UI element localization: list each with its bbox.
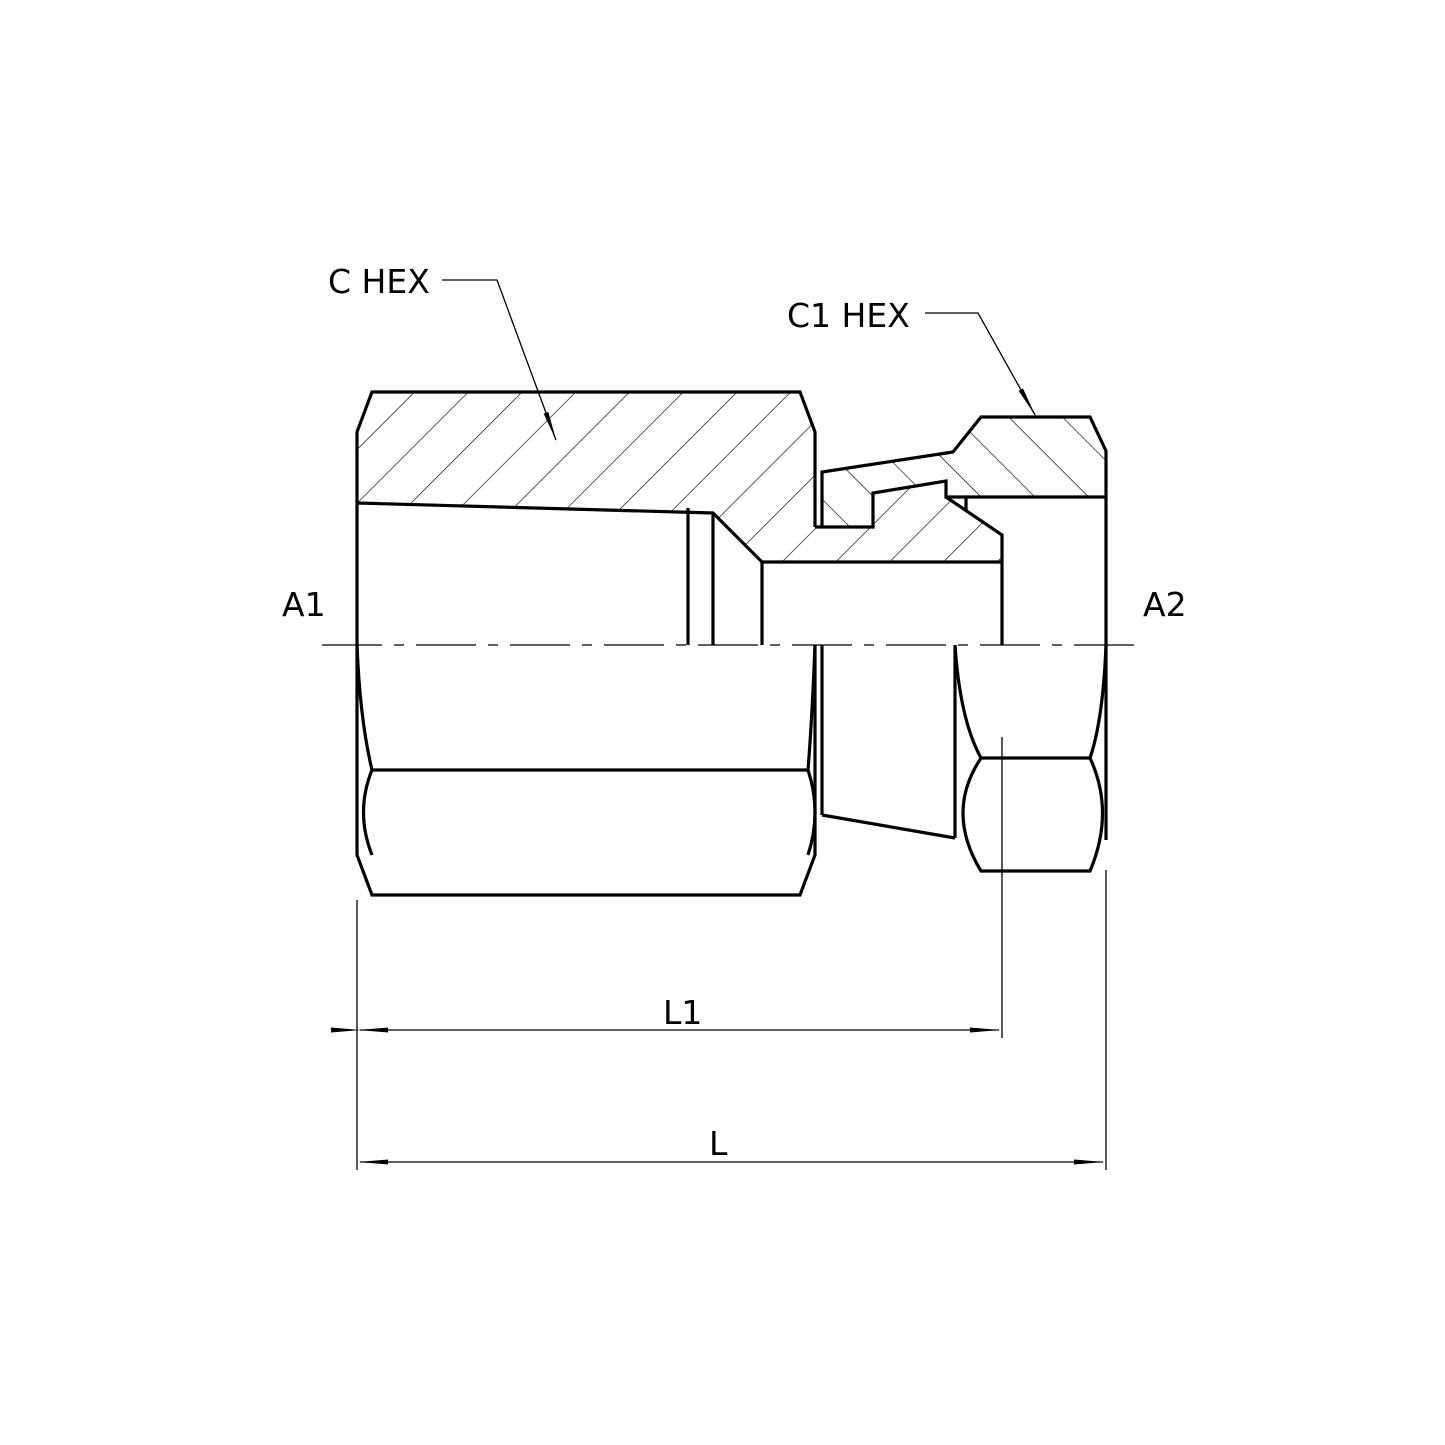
nut-hex-lower (821, 813, 956, 840)
label-a2: A2 (1143, 585, 1187, 624)
nut-outline-upper (820, 415, 1108, 645)
extension-lines (356, 737, 1107, 1170)
body-hex-lower (355, 644, 817, 772)
body-section-hatch (357, 392, 1002, 562)
label-c-hex: C HEX (328, 262, 430, 301)
label-l1: L1 (663, 993, 703, 1032)
thread-root-line (356, 501, 1002, 564)
label-c1-hex: C1 HEX (787, 296, 910, 335)
label-a1: A1 (282, 585, 326, 624)
leader-c1-hex (925, 312, 1036, 416)
leader-c-hex (442, 279, 557, 441)
body-outline-upper (355, 390, 817, 645)
nut-section-hatch (822, 417, 1106, 527)
label-l: L (709, 1124, 728, 1163)
